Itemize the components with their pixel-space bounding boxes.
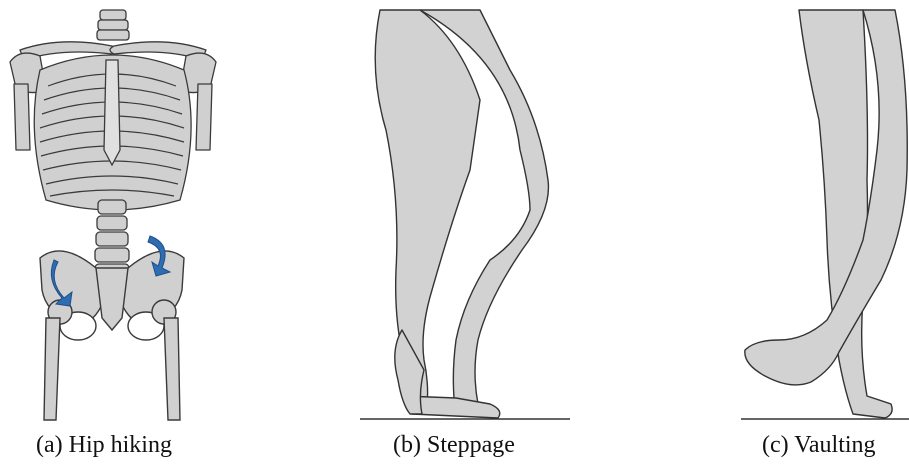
caption-hip-hiking: (a) Hip hiking bbox=[36, 432, 172, 459]
panel-vaulting bbox=[735, 0, 909, 430]
panel-steppage bbox=[360, 0, 570, 430]
vaulting-legs-illustration bbox=[735, 0, 909, 430]
steppage-legs-illustration bbox=[360, 0, 570, 430]
caption-vaulting: (c) Vaulting bbox=[762, 432, 876, 459]
skeleton-illustration bbox=[0, 0, 240, 430]
panel-hip-hiking bbox=[0, 0, 240, 430]
caption-steppage: (b) Steppage bbox=[393, 432, 515, 459]
